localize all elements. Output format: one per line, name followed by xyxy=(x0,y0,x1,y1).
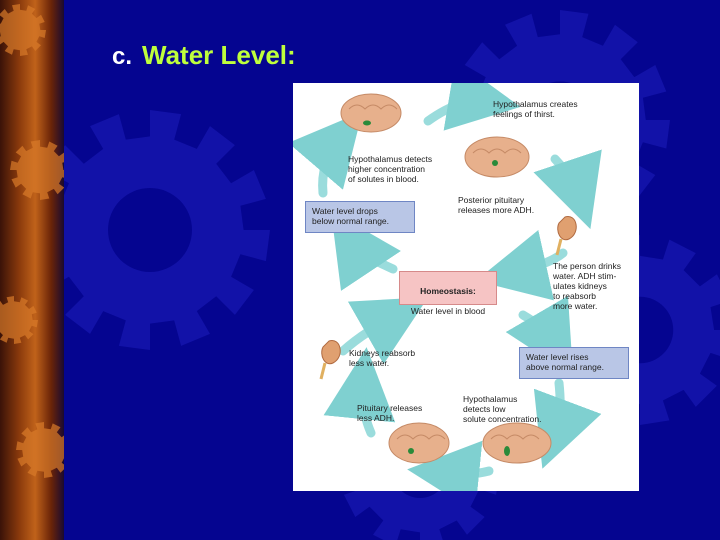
homeostasis-text: Water level in blood xyxy=(410,306,486,316)
curved-arrow-icon xyxy=(331,211,401,291)
curved-arrow-icon xyxy=(293,111,363,198)
label-hypothalamus-creates-thirst: Hypothalamus creates feelings of thirst. xyxy=(493,99,578,119)
kidney-icon xyxy=(555,216,577,256)
slide-title: c. Water Level: xyxy=(112,40,296,80)
left-decorative-strip xyxy=(0,0,64,540)
gear-hole xyxy=(108,188,192,272)
water-homeostasis-diagram: Hypothalamus creates feelings of thirst.… xyxy=(293,83,639,491)
diagram-graphics xyxy=(293,83,602,491)
curved-arrow-icon xyxy=(533,378,602,469)
label-hypothalamus-detects-low: Hypothalamus detects low solute concentr… xyxy=(463,394,542,424)
box-water-level-rises: Water level rises above normal range. xyxy=(519,347,629,379)
label-hypothalamus-detects-high: Hypothalamus detects higher concentratio… xyxy=(348,154,433,184)
homeostasis-heading: Homeostasis: xyxy=(420,286,476,296)
brain-icon xyxy=(340,93,402,133)
kidney-icon xyxy=(319,340,341,380)
curved-arrow-icon xyxy=(533,149,602,230)
brain-icon xyxy=(482,422,552,464)
label-kidneys-reabsorb-less: Kidneys reabsorb less water. xyxy=(349,348,416,368)
gear-icon xyxy=(10,140,64,200)
label-posterior-pituitary: Posterior pituitary releases more ADH. xyxy=(458,195,535,215)
label-pituitary-releases-less: Pituitary releases less ADH. xyxy=(357,403,423,423)
curved-arrow-icon xyxy=(338,297,429,365)
gear-strip-icon xyxy=(0,4,64,478)
brain-icon xyxy=(388,422,450,464)
curved-arrow-icon xyxy=(407,440,494,491)
curved-arrow-icon xyxy=(323,347,396,438)
title-letter: c. xyxy=(112,43,133,70)
gear-icon xyxy=(0,4,46,56)
curved-arrow-icon xyxy=(505,295,574,377)
brain-icon xyxy=(464,136,530,178)
label-person-drinks-water: The person drinks water. ADH stim- ulate… xyxy=(553,261,622,311)
gear-icon xyxy=(0,296,38,344)
homeostasis-center-box: Homeostasis: Water level in blood xyxy=(399,271,497,316)
curved-arrow-icon xyxy=(475,230,568,301)
box-water-level-drops: Water level drops below normal range. xyxy=(305,201,415,233)
gear-icon xyxy=(16,422,64,478)
curved-arrow-icon xyxy=(423,83,521,131)
title-text: Water Level: xyxy=(142,40,296,70)
